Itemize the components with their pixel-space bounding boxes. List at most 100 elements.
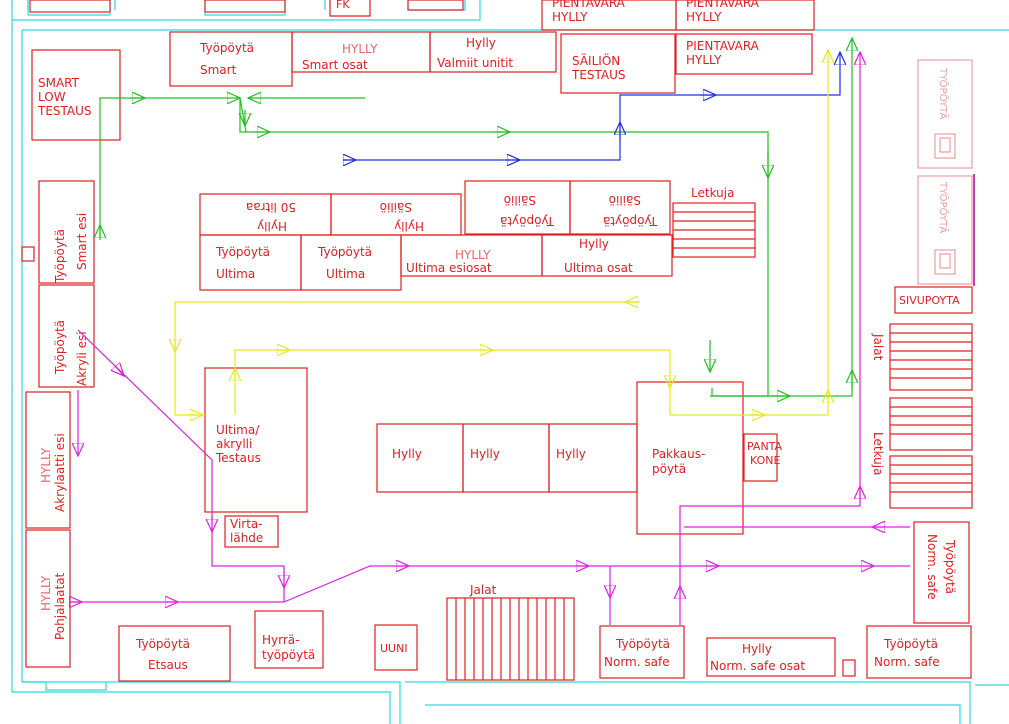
flow-blue	[343, 52, 840, 160]
hylly-row: Hylly Hylly Hylly	[376, 423, 638, 493]
svg-text:Smart: Smart	[200, 63, 237, 77]
hylly-sailio: Hylly Säiliö	[330, 193, 462, 236]
letkuja-rack-top: Letkuja	[672, 186, 756, 258]
svg-text:Akrylaatti esi: Akrylaatti esi	[53, 433, 67, 512]
svg-text:Työpöytä: Työpöytä	[943, 539, 957, 594]
svg-text:Letkuja: Letkuja	[871, 432, 885, 475]
svg-text:PIENTAVARA: PIENTAVARA	[552, 0, 626, 10]
svg-text:PIENTAVARA: PIENTAVARA	[686, 39, 760, 53]
svg-text:Valmiit unitit: Valmiit unitit	[437, 56, 513, 70]
svg-text:TYÖPÖYTÄ: TYÖPÖYTÄ	[937, 67, 950, 119]
svg-text:HYLLY: HYLLY	[39, 447, 53, 483]
jalat-rack-right: Jalat	[871, 323, 973, 391]
svg-text:Letkuja: Letkuja	[691, 186, 734, 200]
svg-text:Ultima esiosat: Ultima esiosat	[406, 261, 492, 275]
pantakone: PANTA KONE	[743, 433, 783, 482]
svg-text:Säiliö: Säiliö	[380, 200, 412, 214]
svg-text:50 litraa: 50 litraa	[246, 200, 296, 214]
svg-text:Pohjalaatat: Pohjalaatat	[53, 572, 67, 640]
fragment-label: FK	[336, 0, 350, 11]
sailion-testaus: SÄILIÖN TESTAUS	[560, 33, 676, 94]
svg-text:Norm. safe: Norm. safe	[925, 534, 939, 600]
svg-text:KONE: KONE	[750, 454, 780, 467]
svg-text:HYLLY: HYLLY	[552, 10, 588, 24]
svg-text:Smart esi: Smart esi	[75, 213, 89, 270]
uuni: UUNI	[374, 624, 418, 671]
hylly-valmiit-unitit: Hylly Valmiit unitit	[429, 31, 557, 73]
svg-text:lähde: lähde	[230, 531, 263, 545]
tyopoyta-right-2: TYÖPÖYTÄ	[917, 174, 975, 286]
svg-text:Hylly: Hylly	[466, 36, 496, 50]
flow-yellow	[175, 50, 828, 415]
pientavara-hylly-top-2: PIENTAVARA HYLLY	[675, 0, 815, 31]
hylly-ultima-osat: Hylly Ultima osat	[541, 234, 673, 277]
svg-text:Työpöytä: Työpöytä	[199, 41, 254, 55]
svg-text:HYLLY: HYLLY	[342, 42, 378, 56]
svg-text:LOW: LOW	[38, 90, 66, 104]
tyopoyta-sailio-1: Työpöytä Säiliö	[464, 180, 571, 235]
svg-text:Smart osat: Smart osat	[302, 58, 368, 72]
hyrra-tyopoyta: Hyrrä- työpöytä	[254, 610, 324, 669]
flow-green	[100, 38, 852, 396]
svg-text:Norm. safe: Norm. safe	[874, 655, 940, 669]
svg-text:Hyrrä-: Hyrrä-	[262, 633, 299, 647]
svg-text:Työpöytä: Työpöytä	[53, 320, 67, 375]
svg-text:työpöytä: työpöytä	[262, 648, 315, 662]
svg-text:TYÖPÖYTÄ: TYÖPÖYTÄ	[937, 181, 950, 233]
tyopoyta-norm-safe-2: Työpöytä Norm. safe	[866, 625, 972, 679]
svg-text:Säiliö: Säiliö	[504, 193, 536, 207]
pakkauspoyta: Pakkaus- pöytä	[636, 381, 744, 535]
svg-text:Etsaus: Etsaus	[148, 658, 188, 672]
svg-text:HYLLY: HYLLY	[39, 575, 53, 611]
svg-text:Pakkaus-: Pakkaus-	[652, 447, 705, 461]
tyopoyta-smart: Työpöytä Smart	[169, 31, 293, 87]
svg-text:Ultima: Ultima	[216, 267, 255, 281]
svg-text:Ultima: Ultima	[326, 267, 365, 281]
jalat-rack-bottom: Jalat	[446, 583, 575, 681]
svg-text:HYLLY: HYLLY	[686, 53, 722, 67]
svg-text:Hylly: Hylly	[394, 219, 424, 233]
svg-text:SIVUPOYTA: SIVUPOYTA	[899, 294, 960, 307]
tyopoyta-ultima-1: Työpöytä Ultima	[199, 234, 302, 291]
svg-text:Jalat: Jalat	[469, 583, 497, 597]
svg-text:Hylly: Hylly	[392, 447, 422, 461]
tyopoyta-right-1: TYÖPÖYTÄ	[917, 59, 973, 169]
tyopoyta-akryli-esi: Työpöytä Akryli esi	[38, 284, 95, 388]
svg-text:Työpöytä: Työpöytä	[883, 637, 938, 651]
svg-text:akrylli: akrylli	[216, 437, 252, 451]
svg-text:Virta-: Virta-	[230, 517, 263, 531]
svg-text:Työpöytä: Työpöytä	[603, 214, 658, 228]
hylly-ultima-esiosat: HYLLY Ultima esiosat	[400, 234, 543, 277]
svg-text:SÄILIÖN: SÄILIÖN	[572, 52, 620, 68]
svg-text:Hylly: Hylly	[742, 642, 772, 656]
tyopoyta-norm-safe-right: Työpöytä Norm. safe	[913, 521, 970, 624]
smart-low-testaus: SMART LOW TESTAUS	[31, 49, 121, 141]
svg-text:Työpöytä: Työpöytä	[135, 637, 190, 651]
svg-text:Hylly: Hylly	[579, 237, 609, 251]
svg-text:PIENTAVARA: PIENTAVARA	[686, 0, 760, 10]
svg-text:TESTAUS: TESTAUS	[37, 104, 92, 118]
svg-text:Työpöytä: Työpöytä	[215, 245, 270, 259]
virtalahde: Virta- lähde	[224, 515, 279, 548]
svg-text:Hylly: Hylly	[470, 447, 500, 461]
ultima-akrylli-testaus: Ultima/ akrylli Testaus	[204, 367, 308, 513]
tyopoyta-norm-safe-1: Työpöytä Norm. safe	[599, 625, 685, 679]
svg-text:Testaus: Testaus	[215, 451, 261, 465]
svg-text:Hylly: Hylly	[556, 447, 586, 461]
tyopoyta-etsaus: Työpöytä Etsaus	[118, 625, 231, 682]
sivupoyta: SIVUPOYTA	[894, 286, 973, 314]
svg-text:Jalat: Jalat	[871, 333, 885, 361]
svg-text:Työpöytä: Työpöytä	[317, 245, 372, 259]
svg-text:Ultima/: Ultima/	[216, 423, 260, 437]
svg-text:HYLLY: HYLLY	[455, 248, 491, 262]
svg-text:Norm. safe: Norm. safe	[604, 655, 670, 669]
svg-text:Työpöytä: Työpöytä	[500, 214, 555, 228]
svg-text:Ultima osat: Ultima osat	[564, 261, 633, 275]
svg-text:UUNI: UUNI	[380, 642, 408, 655]
svg-text:Akryli esi: Akryli esi	[75, 331, 89, 386]
svg-text:pöytä: pöytä	[652, 462, 686, 476]
tyopoyta-sailio-2: Työpöytä Säiliö	[569, 180, 671, 235]
letkuja-rack-right: Letkuja	[871, 397, 973, 509]
pientavara-hylly-mid: PIENTAVARA HYLLY	[675, 33, 813, 75]
